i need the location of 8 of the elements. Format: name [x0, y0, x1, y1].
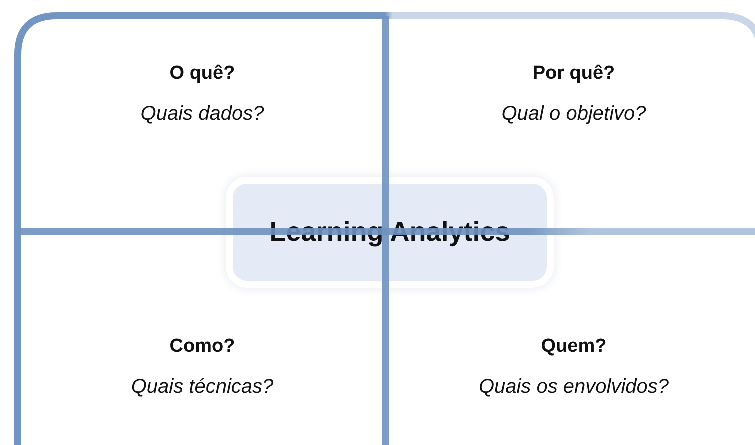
question-text: Quais dados?: [140, 103, 264, 126]
question-heading: O quê?: [170, 63, 236, 85]
question-text: Quais técnicas?: [131, 376, 274, 399]
question-text: Qual o objetivo?: [502, 103, 646, 126]
question-text: Quais os envolvidos?: [478, 376, 670, 399]
question-heading: Quem?: [541, 336, 607, 358]
question-heading: Por quê?: [532, 63, 616, 85]
question-heading: Como?: [170, 336, 236, 358]
